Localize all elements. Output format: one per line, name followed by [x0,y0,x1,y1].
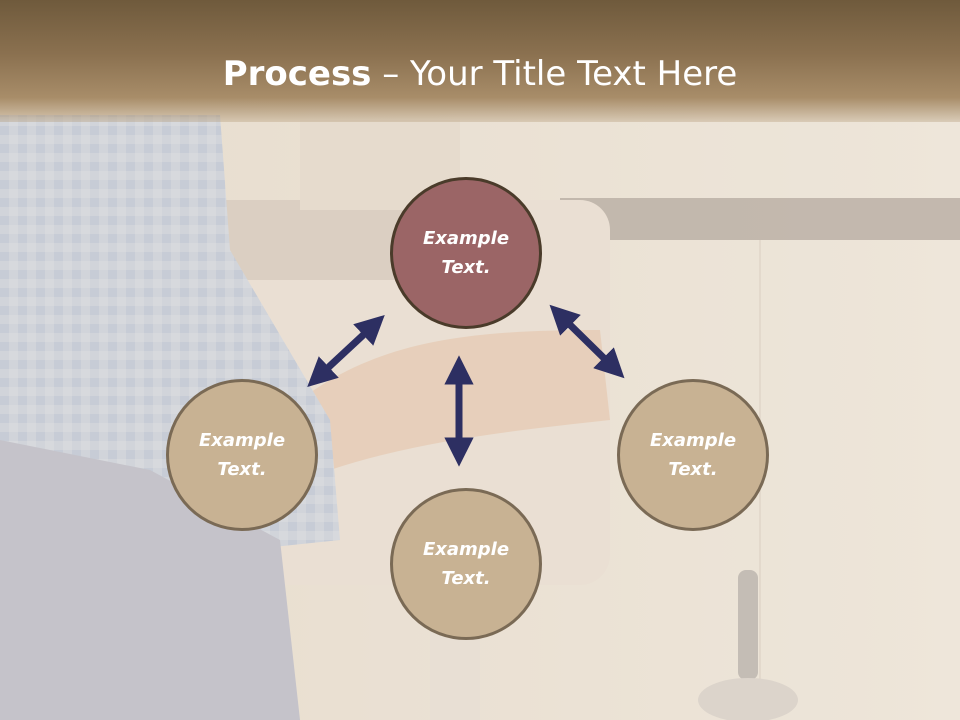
node-top-line1: Example [422,228,510,249]
slide-title[interactable]: Process – Your Title Text Here [0,52,960,96]
node-left-line2: Text. [217,459,267,480]
arrow-top-right [549,304,625,379]
node-left-line1: Example [198,430,286,451]
title-bar [0,0,960,122]
title-bold-part: Process [222,54,372,94]
node-bottom-line1: Example [422,539,510,560]
node-top-line2: Text. [441,257,491,278]
node-bottom-line2: Text. [441,568,491,589]
node-right-line2: Text. [668,459,718,480]
node-right-line1: Example [649,430,737,451]
arrow-top-left [307,314,385,388]
title-rest-part: – Your Title Text Here [371,54,738,94]
